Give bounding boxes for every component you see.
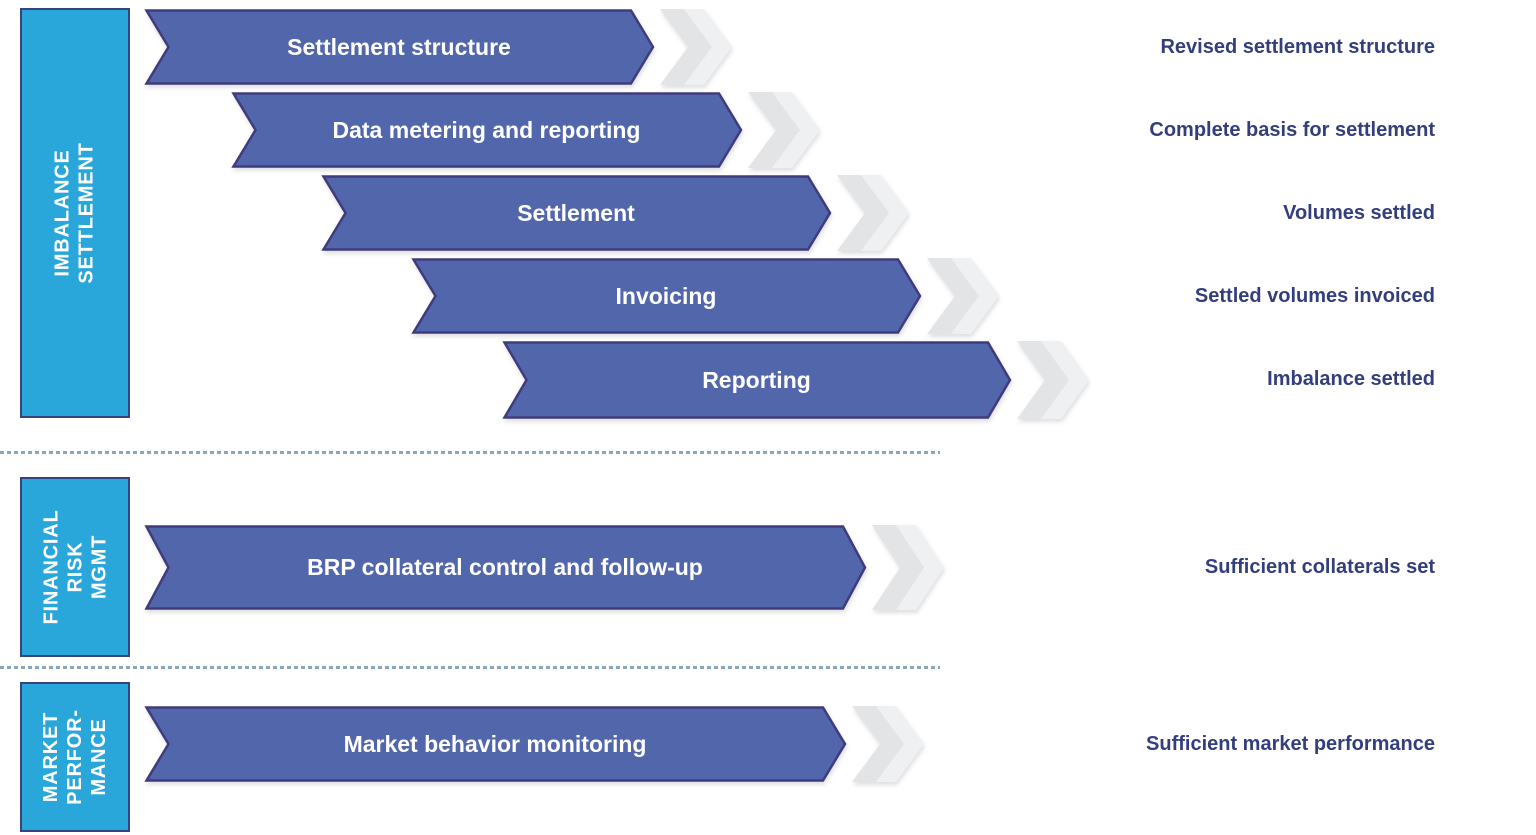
section-label-financial-risk-mgmt: FINANCIAL RISK MGMT <box>20 477 130 657</box>
chevron-arrow-icon <box>502 341 1089 419</box>
outcome-label: Volumes settled <box>1283 202 1435 224</box>
process-step-label: Data metering and reporting <box>332 116 641 143</box>
process-step-label: Settlement structure <box>287 33 511 60</box>
section-divider <box>0 451 940 454</box>
section-label-text: FINANCIAL RISK MGMT <box>40 509 110 625</box>
chevron-arrow-icon <box>144 706 924 782</box>
section-divider <box>0 666 940 669</box>
process-step-settlement-structure: Settlement structure <box>144 9 733 85</box>
process-step-label: BRP collateral control and follow-up <box>307 554 703 580</box>
chevron-arrow-icon <box>231 92 820 168</box>
chevron-arrow-icon <box>411 258 999 334</box>
process-step-label: Settlement <box>517 199 635 226</box>
section-label-imbalance-settlement: IMBALANCE SETTLEMENT <box>20 8 130 418</box>
outcome-label: Settled volumes invoiced <box>1194 285 1435 307</box>
process-step-invoicing: Invoicing <box>411 258 1000 334</box>
process-step-data-metering: Data metering and reporting <box>231 92 821 168</box>
chevron-arrow-icon <box>144 9 732 85</box>
outcome-label: Sufficient collaterals set <box>1204 556 1435 578</box>
outcome-label: Sufficient market performance <box>1146 733 1435 755</box>
outcome-label: Complete basis for settlement <box>1149 119 1435 141</box>
chevron-arrow-icon <box>144 525 944 610</box>
section-label-text: MARKET PERFOR- MANCE <box>40 709 110 805</box>
outcome-label: Revised settlement structure <box>1160 36 1435 58</box>
process-step-label: Invoicing <box>615 282 717 309</box>
process-step-market-behavior: Market behavior monitoring <box>144 706 925 782</box>
process-step-label: Market behavior monitoring <box>343 730 647 757</box>
process-step-label: Reporting <box>702 366 811 393</box>
section-label-market-performance: MARKET PERFOR- MANCE <box>20 682 130 832</box>
process-step-settlement: Settlement <box>321 175 910 251</box>
process-step-reporting: Reporting <box>502 341 1090 419</box>
chevron-arrow-icon <box>321 175 909 251</box>
process-step-brp-collateral: BRP collateral control and follow-up <box>144 525 945 610</box>
section-label-text: IMBALANCE SETTLEMENT <box>52 142 98 284</box>
outcome-label: Imbalance settled <box>1267 368 1435 390</box>
